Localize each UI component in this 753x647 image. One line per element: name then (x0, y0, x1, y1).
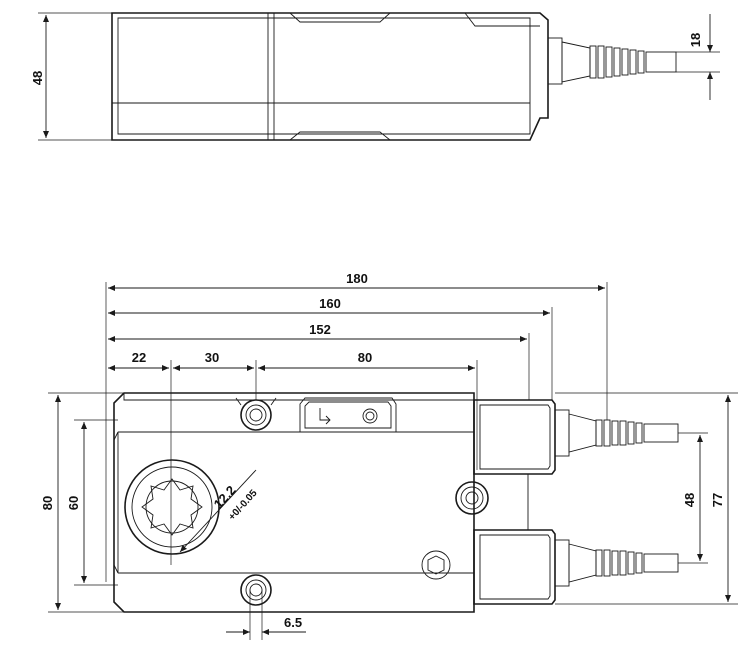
direction-symbol-icon (319, 408, 331, 425)
height-label: 80 (40, 496, 55, 510)
hole-to-hole-label: 80 (358, 350, 372, 365)
top-housing-inner (117, 17, 531, 135)
mounting-hole-bottom (240, 574, 272, 606)
top-connector-step (464, 12, 540, 27)
top-housing-outline (111, 12, 549, 141)
front-housing-outline (113, 392, 475, 613)
housing-length-label: 160 (319, 296, 341, 311)
screw-hex (421, 550, 451, 580)
led-inner (365, 411, 375, 421)
connector-housing-bottom (473, 529, 597, 605)
front-top-chamfer (123, 393, 474, 401)
hole-diameter-label: 6.5 (284, 615, 302, 630)
connector-housing-top (473, 399, 597, 475)
top-cable-label: 18 (688, 33, 703, 47)
offset-label: 22 (132, 350, 146, 365)
inner-height-label: 60 (66, 496, 81, 510)
cable-bottom (595, 549, 679, 577)
horizontal-dimensions: 180 160 152 22 30 80 (105, 271, 608, 582)
star-socket-icon (141, 478, 203, 536)
overall-height-label: 77 (710, 493, 725, 507)
mounting-hole-right (455, 481, 489, 515)
top-cable-gland (547, 37, 677, 85)
drive-shaft: 12.2 +0/-0.05 (124, 459, 260, 555)
top-notch-2 (289, 131, 391, 141)
connector-spacing-label: 48 (682, 493, 697, 507)
top-view: 48 18 (30, 12, 720, 141)
led-ring (362, 408, 378, 424)
front-view: 180 160 152 22 30 80 (40, 271, 738, 640)
body-length-label: 152 (309, 322, 331, 337)
hole-spacing-label: 30 (205, 350, 219, 365)
indicator-window (299, 397, 397, 433)
connector-gap (474, 473, 529, 531)
cable-top (595, 419, 679, 447)
mounting-hole-top (235, 397, 277, 431)
front-left-edge-detail (113, 431, 119, 574)
top-notch-1 (289, 12, 391, 23)
top-height-label: 48 (30, 71, 45, 85)
shaft-dim-line (179, 469, 257, 553)
overall-length-label: 180 (346, 271, 368, 286)
